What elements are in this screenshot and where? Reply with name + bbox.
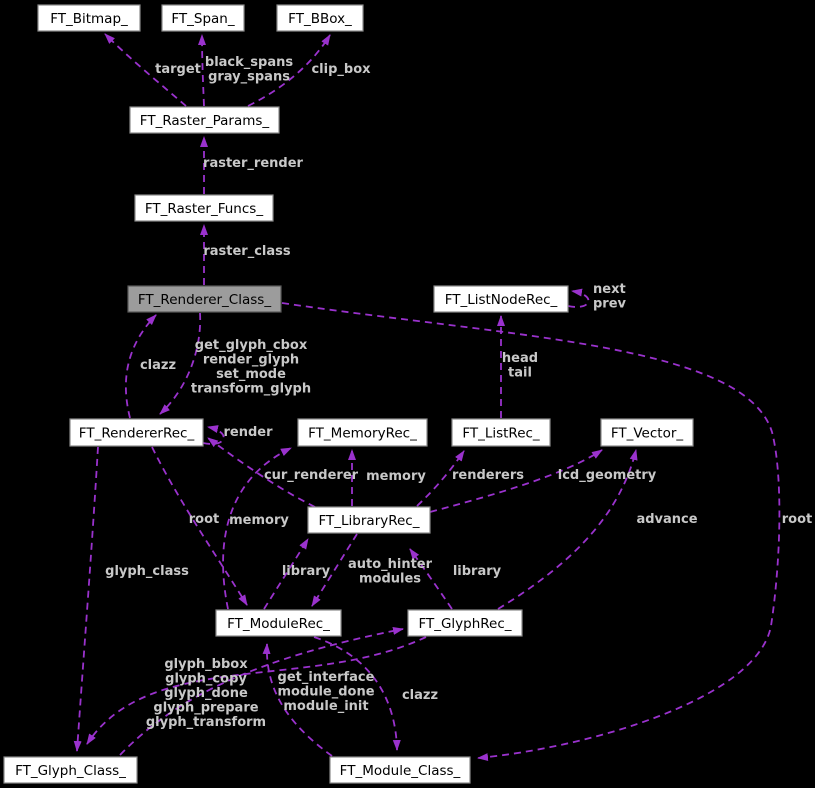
edge-label-FT_Raster_Params_-to-FT_Bitmap_: target <box>155 62 201 77</box>
edge-FT_Module_Class_-to-FT_ModuleRec_ <box>262 643 333 757</box>
node-label-FT_MemoryRec_: FT_MemoryRec_ <box>308 426 417 442</box>
node-box-FT_MemoryRec_[interactable] <box>297 418 428 447</box>
edge-label-FT_RendererRec_-to-FT_Renderer_Class_: clazz <box>140 358 176 373</box>
edge-FT_Renderer_Class_-to-FT_RendererRec_ <box>159 312 202 415</box>
edge-FT_LibraryRec_-to-FT_ModuleRec_ <box>311 533 358 607</box>
edge-label-FT_GlyphRec_-to-FT_Vector_: advance <box>636 512 697 527</box>
node-label-FT_Raster_Params_: FT_Raster_Params_ <box>140 113 270 129</box>
node-box-FT_BBox_[interactable] <box>276 4 364 32</box>
edge-FT_Raster_Params_-to-FT_Bitmap_ <box>104 33 187 107</box>
node-box-FT_ListNodeRec_[interactable] <box>433 285 569 313</box>
node-label-FT_Span_: FT_Span_ <box>171 11 234 27</box>
node-label-FT_Vector_: FT_Vector_ <box>611 426 684 442</box>
edge-label-FT_ModuleRec_-to-FT_LibraryRec_: library <box>282 564 331 579</box>
node-label-FT_ListNodeRec_: FT_ListNodeRec_ <box>445 292 558 308</box>
node-label-FT_GlyphRec_: FT_GlyphRec_ <box>418 616 511 632</box>
node-FT_ListNodeRec_[interactable]: FT_ListNodeRec_ <box>433 285 569 313</box>
node-FT_Raster_Params_[interactable]: FT_Raster_Params_ <box>129 106 280 134</box>
node-box-FT_RendererRec_[interactable] <box>69 418 204 447</box>
edge-label-FT_Renderer_Class_-to-FT_Module_Class_: root <box>782 512 813 527</box>
node-box-FT_Module_Class_[interactable] <box>329 756 471 784</box>
edge-label-FT_ModuleRec_-to-FT_MemoryRec_: memory <box>229 513 289 528</box>
node-FT_Bitmap_[interactable]: FT_Bitmap_ <box>37 4 141 32</box>
node-label-FT_LibraryRec_: FT_LibraryRec_ <box>319 513 420 529</box>
edge-FT_Raster_Params_-to-FT_BBox_ <box>247 34 331 107</box>
edge-label-FT_ModuleRec_-to-FT_Module_Class_: clazz <box>402 688 438 703</box>
edge-FT_GlyphRec_-to-FT_Vector_ <box>497 449 638 610</box>
edge-FT_Renderer_Class_-to-FT_Module_Class_ <box>281 302 781 762</box>
node-label-FT_Module_Class_: FT_Module_Class_ <box>340 763 461 779</box>
edge-label-FT_LibraryRec_-to-FT_ListRec_: renderers <box>452 468 524 483</box>
edge-FT_ListNodeRec_-to-FT_ListNodeRec_ <box>567 288 590 308</box>
edge-label-FT_GlyphRec_-to-FT_LibraryRec_: library <box>453 564 502 579</box>
node-FT_Span_[interactable]: FT_Span_ <box>161 4 245 32</box>
node-box-FT_Span_[interactable] <box>161 4 245 32</box>
node-label-FT_ModuleRec_: FT_ModuleRec_ <box>227 616 330 632</box>
node-label-FT_Raster_Funcs_: FT_Raster_Funcs_ <box>145 201 263 217</box>
node-box-FT_Bitmap_[interactable] <box>37 4 141 32</box>
node-FT_MemoryRec_[interactable]: FT_MemoryRec_ <box>297 418 428 447</box>
edge-FT_LibraryRec_-to-FT_Vector_ <box>429 449 603 513</box>
edge-FT_RendererRec_-to-FT_Glyph_Class_ <box>73 446 99 752</box>
edge-FT_LibraryRec_-to-FT_RendererRec_ <box>207 437 316 508</box>
edge-FT_GlyphRec_-to-FT_Glyph_Class_ <box>86 636 427 745</box>
node-FT_Vector_[interactable]: FT_Vector_ <box>600 418 694 447</box>
edge-FT_ModuleRec_-to-FT_LibraryRec_ <box>263 538 309 610</box>
edges-layer <box>73 33 781 762</box>
node-box-FT_LibraryRec_[interactable] <box>307 506 431 534</box>
node-box-FT_Glyph_Class_[interactable] <box>3 756 138 784</box>
node-label-FT_Glyph_Class_: FT_Glyph_Class_ <box>15 763 126 779</box>
edge-label-FT_LibraryRec_-to-FT_MemoryRec_: memory <box>366 469 426 484</box>
node-FT_Renderer_Class_: FT_Renderer_Class_ <box>127 285 282 313</box>
edge-FT_RendererRec_-to-FT_Renderer_Class_ <box>124 314 157 419</box>
node-FT_GlyphRec_[interactable]: FT_GlyphRec_ <box>407 609 523 637</box>
node-label-FT_ListRec_: FT_ListRec_ <box>462 426 540 442</box>
node-box-FT_GlyphRec_[interactable] <box>407 609 523 637</box>
node-label-FT_Renderer_Class_: FT_Renderer_Class_ <box>138 292 271 308</box>
node-FT_LibraryRec_[interactable]: FT_LibraryRec_ <box>307 506 431 534</box>
node-box-FT_Vector_[interactable] <box>600 418 694 447</box>
node-FT_Glyph_Class_[interactable]: FT_Glyph_Class_ <box>3 756 138 784</box>
node-label-FT_Bitmap_: FT_Bitmap_ <box>50 11 128 27</box>
edge-FT_ModuleRec_-to-FT_MemoryRec_ <box>222 447 292 610</box>
node-box-FT_Renderer_Class_ <box>127 285 282 313</box>
node-box-FT_ListRec_[interactable] <box>451 418 551 447</box>
edge-label-FT_Raster_Funcs_-to-FT_Raster_Params_: raster_render <box>203 156 303 171</box>
edge-label-FT_Raster_Params_-to-FT_BBox_: clip_box <box>311 62 371 77</box>
edge-FT_GlyphRec_-to-FT_LibraryRec_ <box>409 548 453 610</box>
node-FT_ListRec_[interactable]: FT_ListRec_ <box>451 418 551 447</box>
node-FT_RendererRec_[interactable]: FT_RendererRec_ <box>69 418 204 447</box>
node-box-FT_Raster_Funcs_[interactable] <box>134 194 274 222</box>
node-box-FT_Raster_Params_[interactable] <box>129 106 280 134</box>
node-FT_BBox_[interactable]: FT_BBox_ <box>276 4 364 32</box>
edge-FT_ModuleRec_-to-FT_Module_Class_ <box>313 636 401 751</box>
edge-FT_LibraryRec_-to-FT_ListRec_ <box>416 450 465 507</box>
nodes-layer: FT_Bitmap_ FT_Span_ FT_BBox_ FT_Raster_Para… <box>3 4 694 784</box>
edge-label-FT_RendererRec_-to-FT_ModuleRec_: root <box>189 512 220 527</box>
edge-label-FT_RendererRec_-to-FT_Glyph_Class_: glyph_class <box>105 564 189 579</box>
node-box-FT_ModuleRec_[interactable] <box>215 609 342 637</box>
node-FT_ModuleRec_[interactable]: FT_ModuleRec_ <box>215 609 342 637</box>
node-label-FT_RendererRec_: FT_RendererRec_ <box>79 426 195 442</box>
node-label-FT_BBox_: FT_BBox_ <box>288 11 352 27</box>
edge-label-FT_LibraryRec_-to-FT_Vector_: lcd_geometry <box>558 468 657 483</box>
edge-FT_Raster_Params_-to-FT_Span_ <box>198 34 207 107</box>
edge-label-FT_LibraryRec_-to-FT_RendererRec_: cur_renderer <box>264 468 359 483</box>
edge-label-FT_RendererRec_-to-FT_RendererRec_: render <box>223 425 273 440</box>
edge-label-FT_Renderer_Class_-to-FT_Raster_Funcs_: raster_class <box>203 244 291 259</box>
node-FT_Module_Class_[interactable]: FT_Module_Class_ <box>329 756 471 784</box>
node-FT_Raster_Funcs_[interactable]: FT_Raster_Funcs_ <box>134 194 274 222</box>
